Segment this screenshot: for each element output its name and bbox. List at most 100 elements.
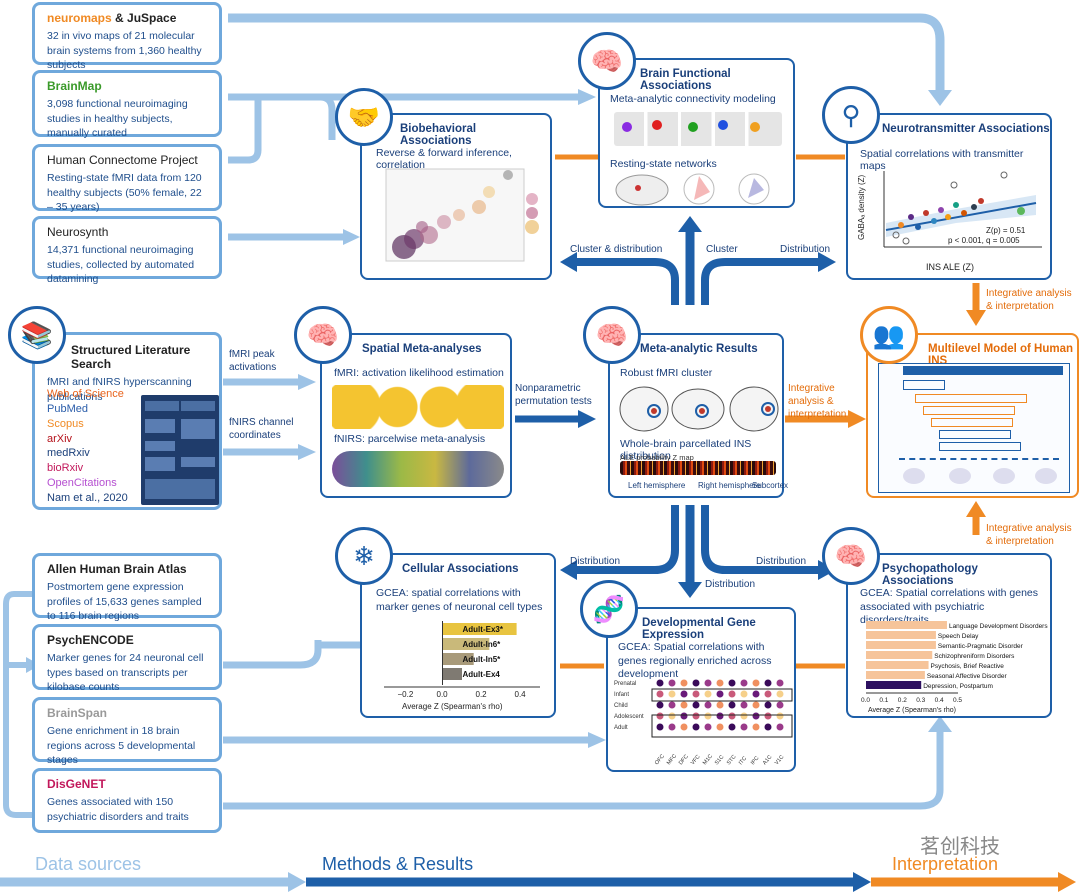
functional-title: Brain Functional Associations — [640, 68, 731, 92]
dev-region-label: A1C — [762, 754, 773, 766]
psy-bar — [866, 671, 925, 679]
spatial-title: Spatial Meta-analyses — [362, 343, 482, 355]
dev-dot — [656, 712, 664, 720]
results-left: Left hemisphere — [628, 481, 686, 490]
neurotransmitter-title: Neurotransmitter Associations — [882, 123, 1050, 135]
dev-dot — [776, 712, 784, 720]
dev-dot — [764, 701, 772, 709]
source-literature: Structured Literature Search fMRI and fN… — [32, 332, 222, 510]
box-neurotransmitter: Neurotransmitter Associations Spatial co… — [846, 113, 1052, 280]
dev-dot — [668, 723, 676, 731]
cell-bar-label: Adult-In5* — [463, 655, 502, 664]
dev-dot — [716, 679, 724, 687]
hcp-title: Human Connectome Project — [47, 153, 198, 167]
dev-region-label: DFC — [678, 754, 690, 767]
dev-dot — [704, 690, 712, 698]
psy-tick: 0.4 — [935, 697, 944, 704]
cluster-brains — [619, 386, 779, 432]
biobehavioral-title: Biobehavioral Associations — [400, 123, 477, 147]
cell-tick: −0.2 — [398, 690, 414, 699]
database-list: Web of Science PubMed Scopus arXiv medRx… — [47, 387, 128, 506]
dev-dot — [692, 712, 700, 720]
dev-region-label: MFC — [666, 753, 678, 766]
dev-dot — [656, 690, 664, 698]
cell-bar — [442, 668, 462, 680]
dev-dot — [776, 701, 784, 709]
gaba-stat2: p < 0.001, q = 0.005 — [948, 236, 1020, 245]
developmental-title: Developmental Gene Expression — [642, 617, 756, 641]
gaba-ylabel: GABAₐ density (Z) — [857, 174, 866, 240]
psy-bar — [866, 681, 922, 689]
brainspan-title: BrainSpan — [47, 706, 108, 720]
cell-bar-label: Adult-Ex3* — [463, 625, 504, 634]
psy-tick: 0.0 — [861, 697, 870, 704]
cell-bar — [442, 653, 474, 665]
label-distribution-right2: Distribution — [756, 556, 807, 567]
source-neuromaps: neuromaps & JuSpace 32 in vivo maps of 2… — [32, 2, 222, 71]
footer-interpretation: Interpretation — [892, 854, 999, 874]
neurosynth-title: Neurosynth — [47, 225, 109, 239]
neurotransmitter-sub: Spatial correlations with transmitter ma… — [860, 148, 1024, 172]
dev-dot — [680, 679, 688, 687]
arrowhead — [928, 90, 952, 106]
dev-dot — [764, 712, 772, 720]
cell-bar — [442, 638, 490, 650]
dev-region-label: V1C — [774, 754, 785, 766]
brainspan-desc: Gene enrichment in 18 brain regions acro… — [47, 725, 196, 767]
dev-dot — [704, 712, 712, 720]
dev-dot — [752, 701, 760, 709]
allen-title: Allen Human Brain Atlas — [47, 562, 187, 576]
dev-dot — [704, 701, 712, 709]
label-cluster-dist: Cluster & distribution — [570, 244, 663, 255]
psy-tick: 0.1 — [879, 697, 888, 704]
dev-dot — [680, 690, 688, 698]
results-title: Meta-analytic Results — [640, 343, 758, 355]
dev-dot — [692, 690, 700, 698]
cell-tick: 0.0 — [437, 690, 449, 699]
disgenet-title: DisGeNET — [47, 777, 106, 791]
dev-stage-label: Infant — [614, 692, 629, 698]
dev-region-label: VFC — [690, 754, 702, 766]
allen-desc: Postmortem gene expression profiles of 1… — [47, 581, 202, 623]
psy-xlabel: Average Z (Spearman's rho) — [868, 707, 956, 714]
source-psychencode: PsychENCODE Marker genes for 24 neuronal… — [32, 624, 222, 693]
dev-dot — [680, 712, 688, 720]
db-wos: Web of Science — [47, 388, 124, 400]
results-map-label: ALE probability Z map — [620, 453, 694, 462]
dev-dot — [692, 679, 700, 687]
results-subcortex: Subcortex — [752, 481, 789, 490]
brainmap-title: BrainMap — [47, 79, 102, 93]
dev-dot — [668, 679, 676, 687]
psy-bar-label: Depression, Postpartum — [923, 683, 993, 690]
psy-tick: 0.3 — [916, 697, 925, 704]
dev-region-label: ITC — [738, 756, 748, 767]
dev-dot — [716, 701, 724, 709]
dev-box-adult — [651, 714, 793, 738]
functional-sub1: Meta-analytic connectivity modeling — [610, 93, 776, 105]
hcp-desc: Resting-state fMRI data from 120 healthy… — [47, 172, 202, 214]
dev-dot — [764, 723, 772, 731]
multilevel-diagram — [878, 363, 1070, 493]
cellular-sub: GCEA: spatial correlations with marker g… — [376, 587, 543, 613]
dev-dot — [752, 679, 760, 687]
dev-region-label: S1C — [714, 754, 725, 766]
dev-region-label: STC — [726, 754, 738, 766]
psychencode-title: PsychENCODE — [47, 633, 134, 647]
dev-dot — [752, 712, 760, 720]
source-neurosynth: Neurosynth 14,371 functional neuroimagin… — [32, 216, 222, 285]
psy-bar-label: Language Development Disorders — [949, 623, 1048, 630]
cell-xlabel: Average Z (Spearman's rho) — [402, 702, 503, 711]
label-fnirs-channel: fNIRS channel coordinates — [229, 417, 294, 441]
dev-dot — [752, 723, 760, 731]
spatial-sub2: fNIRS: parcelwise meta-analysis — [334, 433, 486, 445]
dev-dot — [776, 679, 784, 687]
brain-results-icon: 🧠 — [583, 306, 641, 364]
box-psycho: Psychopathology Associations GCEA: Spati… — [846, 553, 1052, 718]
brainmap-desc: 3,098 functional neuroimaging studies in… — [47, 98, 188, 140]
dev-dot — [764, 690, 772, 698]
label-cluster: Cluster — [706, 244, 738, 255]
box-results: Meta-analytic Results Robust fMRI cluste… — [608, 333, 788, 498]
